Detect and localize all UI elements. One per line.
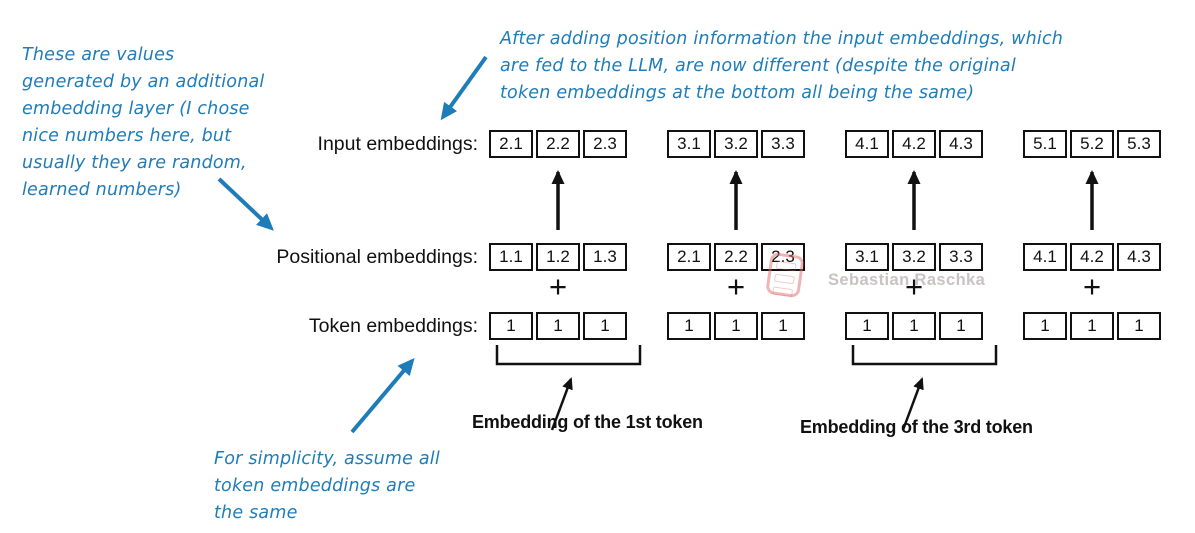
embedding-value-box: 1 [1070,312,1114,340]
embedding-value-box: 1 [892,312,936,340]
input-embeddings-label: Input embeddings: [317,133,478,155]
embedding-value-box: 2.2 [536,130,580,158]
annotation-top-right: After adding position information the in… [500,26,1063,107]
token-group-bracket-third [851,345,998,366]
annotation-top-left: These are values generated by an additio… [22,42,264,204]
embedding-value-box: 3.3 [939,243,983,271]
caption-first-token: Embedding of the 1st token [472,412,703,432]
watermark-stamp-icon [765,251,805,299]
embedding-value-box: 1 [1117,312,1161,340]
annotation-line: the same [214,503,298,523]
embedding-value-box: 3.2 [714,130,758,158]
annotation-line: generated by an additional [22,72,265,92]
embedding-value-box: 4.2 [1070,243,1114,271]
annotation-arrow-bottom [350,357,415,434]
annotation-line: After adding position information the in… [500,29,1064,49]
embedding-value-box: 2.3 [583,130,627,158]
annotation-line: are fed to the LLM, are now different (d… [500,56,1016,76]
embedding-value-box: 4.1 [845,130,889,158]
annotation-line: usually they are random, [22,153,247,173]
embedding-value-box: 1 [583,312,627,340]
plus-operator: + [548,269,568,304]
plus-operator: + [1082,269,1102,304]
embedding-value-box: 4.2 [892,130,936,158]
embedding-value-box: 1 [667,312,711,340]
embedding-value-box: 1 [714,312,758,340]
annotation-bottom: For simplicity, assume all token embeddi… [214,446,440,527]
embedding-value-box: 4.3 [939,130,983,158]
positional-embeddings-label: Positional embeddings: [276,246,478,268]
annotation-line: These are values [22,45,175,65]
embedding-value-box: 2.1 [489,130,533,158]
token-embeddings-label: Token embeddings: [308,315,478,337]
plus-operator: + [904,269,924,304]
embedding-value-box: 2.1 [667,243,711,271]
token-group-bracket-first [495,345,642,366]
embedding-value-box: 4.3 [1117,243,1161,271]
watermark-author: Sebastian Raschka [828,271,986,289]
caption-third-token: Embedding of the 3rd token [800,417,1033,437]
embedding-value-box: 5.2 [1070,130,1114,158]
embedding-value-box: 2.3 [761,243,805,271]
embedding-value-box: 1 [1023,312,1067,340]
embedding-value-box: 3.1 [667,130,711,158]
annotation-line: token embeddings at the bottom all being… [500,83,975,103]
embedding-value-box: 1.1 [489,243,533,271]
embedding-value-box: 1 [939,312,983,340]
embedding-value-box: 2.2 [714,243,758,271]
embedding-value-box: 1.3 [583,243,627,271]
embedding-value-box: 1 [536,312,580,340]
embedding-value-box: 4.1 [1023,243,1067,271]
annotation-line: learned numbers) [22,180,182,200]
embedding-value-box: 1.2 [536,243,580,271]
annotation-line: embedding layer (I chose [22,99,250,119]
embedding-value-box: 5.3 [1117,130,1161,158]
embedding-value-box: 1 [845,312,889,340]
embedding-value-box: 3.1 [845,243,889,271]
annotation-line: token embeddings are [214,476,416,496]
embedding-value-box: 5.1 [1023,130,1067,158]
annotation-arrow-top-right [440,55,488,121]
embedding-value-box: 3.2 [892,243,936,271]
embedding-value-box: 1 [489,312,533,340]
annotation-line: For simplicity, assume all [214,449,440,469]
annotation-line: nice numbers here, but [22,126,232,146]
embedding-value-box: 3.3 [761,130,805,158]
plus-operator: + [726,269,746,304]
embedding-value-box: 1 [761,312,805,340]
